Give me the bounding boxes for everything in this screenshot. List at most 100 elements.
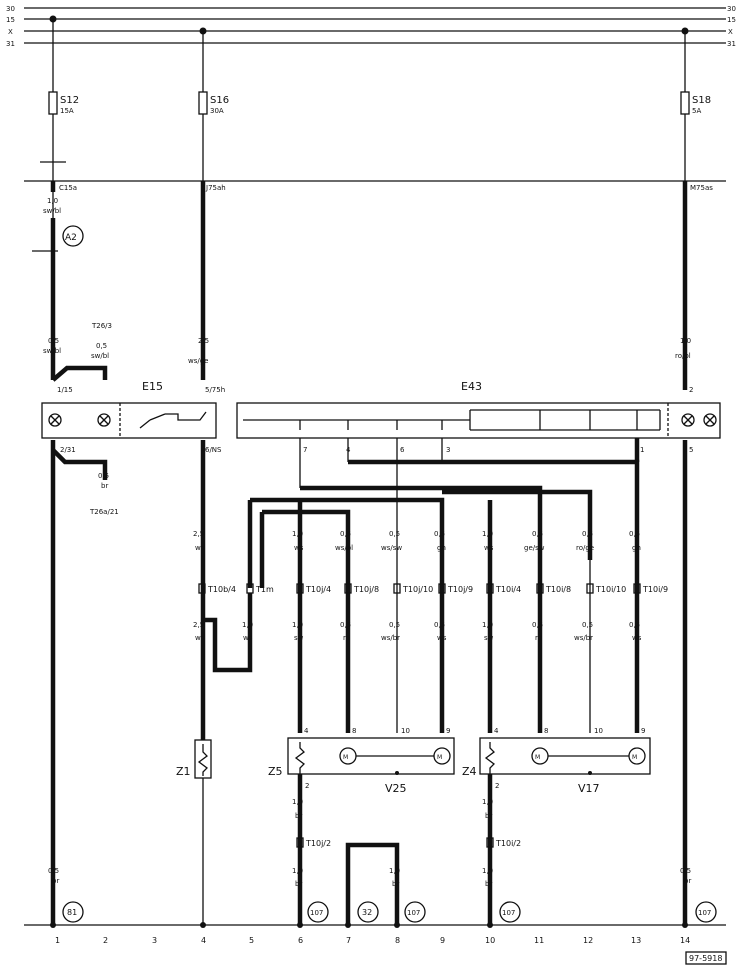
ground-ref-label: 107 <box>502 909 515 917</box>
bus-connector-label: T10i/8 <box>545 585 571 594</box>
wire-2-t26-code: T26/3 <box>91 322 112 330</box>
lower-wire-size-2: 1,0 <box>482 867 493 875</box>
wire-column-14: 1,0 ro/bl 0,5 br <box>675 181 691 925</box>
wire-2-t26-size: 0,5 <box>96 342 107 350</box>
switch-e43-pin-3: 3 <box>446 446 450 454</box>
bus-wire-t10j10: 0,5 ws/sw T10j/10 0,5 ws/br <box>381 530 433 733</box>
bus-wire-size: 0,5 <box>582 530 593 538</box>
power-rails: 30 15 X 31 30 15 X 31 <box>6 5 736 182</box>
bus-connector-label: T10b/4 <box>207 585 236 594</box>
wire-2-br-code: T26a/21 <box>89 508 119 516</box>
wire-1-mid-color: sw/bl <box>43 347 61 355</box>
wire-14-top-size: 1,0 <box>680 337 691 345</box>
bus-wire-size-lower: 0,5 <box>582 621 593 629</box>
bus-connector-label: T1m <box>255 585 274 594</box>
wire-bundle-crossover <box>247 438 640 588</box>
column-number: 1 <box>55 936 60 945</box>
bus-wire-color: ws/sw <box>381 544 402 552</box>
lower-wire-z4: 1,0 br T10i/2 1,0 br <box>482 774 521 925</box>
wire-column-2: T26/3 0,5 sw/bl 0,5 br T26a/21 <box>51 322 119 516</box>
bus-connector-label: T10j/8 <box>353 585 379 594</box>
component-z1-label: Z1 <box>176 765 191 778</box>
bus-wire-t10j4: 1,0 ws T10j/4 1,0 sw <box>292 530 331 733</box>
lower-wire-color: br <box>295 812 302 820</box>
z5-pin-2: 2 <box>305 782 309 790</box>
bus-wire-t10b4: 2,5 ws T10b/4 2,5 ws <box>193 530 236 642</box>
component-v25-label: V25 <box>385 782 407 795</box>
fuse-s12-label: S12 <box>60 95 79 106</box>
fuse-s18: S18 5A <box>680 31 711 181</box>
bus-wire-t10j9: 0,5 gn T10j/9 0,5 ws <box>434 530 473 733</box>
ground-ref-label: 32 <box>362 908 372 917</box>
lower-wire-8-size: 1,0 <box>389 867 400 875</box>
component-z1: Z1 <box>176 739 212 779</box>
wire-14-bottom-size: 0,5 <box>680 867 691 875</box>
bus-wire-color: ge/sw <box>524 544 545 552</box>
lower-wire-color: br <box>485 812 492 820</box>
bus-wire-color-lower: ws/br <box>381 634 400 642</box>
rail-label-31-right: 31 <box>727 40 736 48</box>
bus-wire-size-lower: 1,0 <box>482 621 493 629</box>
lower-wire-bridge: 1,0 br <box>345 842 400 925</box>
wire-14-top-color: ro/bl <box>675 352 691 360</box>
bus-wire-color: gn <box>437 544 446 552</box>
column-number: 5 <box>249 936 254 945</box>
switch-e15-pin-in: 1/15 <box>57 386 73 394</box>
column-number: 4 <box>201 936 206 945</box>
bus-wire-size-lower: 1,0 <box>242 621 253 629</box>
bus-wire-size: 2,5 <box>193 530 204 538</box>
bus-connector-label: T10j/4 <box>305 585 331 594</box>
bus-wire-color-lower: ws <box>437 634 447 642</box>
wire-1-top-color: sw/bl <box>43 207 61 215</box>
v25-pin-10: 10 <box>401 727 410 735</box>
wire-4-top-size: 2,5 <box>198 337 209 345</box>
bus-connector-label: T10i/10 <box>595 585 626 594</box>
document-id: 97-5918 <box>685 951 727 965</box>
column-number: 13 <box>631 936 641 945</box>
ground-ref-107-b: 107 <box>404 901 426 923</box>
switch-e43-pin-2: 2 <box>689 386 693 394</box>
component-v17-label: V17 <box>578 782 600 795</box>
bus-wire-t1m: T1m 1,0 ws <box>203 583 274 673</box>
bus-wire-color-lower: ws <box>243 634 253 642</box>
fuse-s12: S12 15A <box>40 19 79 181</box>
switch-e43-pin-6: 6 <box>400 446 405 454</box>
svg-text:M: M <box>343 754 348 761</box>
bus-wire-t10i10: 0,5 ro/ge T10i/10 0,5 ws/br <box>574 530 626 733</box>
bus-wire-color-lower: ro <box>535 634 542 642</box>
column-number: 14 <box>680 936 690 945</box>
bus-wire-size-lower: 0,5 <box>434 621 445 629</box>
bus-wire-color: ws <box>195 544 205 552</box>
rail-label-31: 31 <box>6 40 15 48</box>
bus-wire-color-lower: ws <box>195 634 205 642</box>
ground-ref-107-a: 107 <box>307 901 329 923</box>
component-z5-label: Z5 <box>268 765 283 778</box>
v17-pin-9: 9 <box>641 727 645 735</box>
switch-e15-label: E15 <box>142 380 163 393</box>
bus-wire-t10i4: 1,0 ws T10i/4 1,0 sw <box>482 530 521 733</box>
bus-wire-t10i9: 0,5 gn T10i/9 0,5 ws <box>629 530 668 733</box>
switch-e15: E15 1/15 5/75h 6/NS 2/31 <box>41 380 225 454</box>
rail-label-x-right: X <box>728 28 733 36</box>
bus-connector-label: T10j/10 <box>402 585 433 594</box>
lower-wire-size: 1,0 <box>482 798 493 806</box>
terminal-m75as: M75as <box>690 184 713 192</box>
wire-14-bottom-color: br <box>684 877 691 885</box>
bus-wire-size-lower: 0,5 <box>629 621 640 629</box>
bus-wire-size-lower: 1,0 <box>292 621 303 629</box>
ground-ref-label: 107 <box>698 909 711 917</box>
z4-pin-2: 2 <box>495 782 499 790</box>
bus-wire-size-lower: 0,5 <box>340 621 351 629</box>
bus-wire-color: ws/bl <box>335 544 353 552</box>
bus-wire-color-lower: ws <box>632 634 642 642</box>
column-number: 10 <box>485 936 495 945</box>
terminal-j75ah: J75ah <box>205 184 226 192</box>
ground-ref-label: 81 <box>67 908 77 917</box>
wire-2-br-color: br <box>101 482 108 490</box>
wire-1-bottom-size: 0,5 <box>48 867 59 875</box>
wire-4-top-color: ws/ge <box>188 357 208 365</box>
bus-wire-size: 0,5 <box>629 530 640 538</box>
v25-pin-8: 8 <box>352 727 356 735</box>
bus-wire-size: 1,0 <box>292 530 303 538</box>
fuse-s18-label: S18 <box>692 95 711 106</box>
